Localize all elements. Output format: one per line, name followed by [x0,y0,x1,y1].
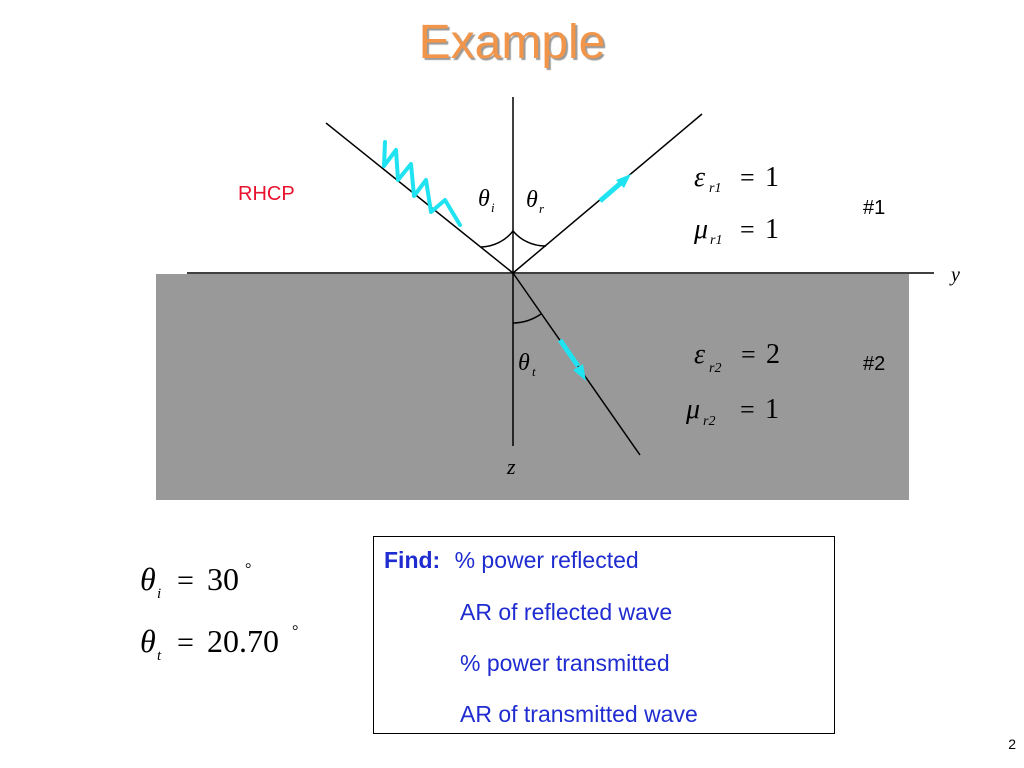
find-item-ar-transmitted: AR of transmitted wave [460,701,698,727]
slide-title: Example [418,16,606,69]
medium-2-epsilon: ε r2 = 2 [694,339,780,376]
given-theta-t: θ t = 20.70 ° [140,623,298,664]
given-theta-i: θ i = 30 ° [140,561,251,602]
region-1-label: #1 [863,197,885,219]
reflected-wave-arrowhead [616,174,631,188]
find-box: Find: % power reflected AR of reflected … [373,536,835,734]
z-axis-label: z [506,454,516,479]
medium-1-mu: μ r1 = 1 [693,214,779,248]
medium-1-epsilon: ε r1 = 1 [694,162,779,196]
reflected-wave-arrow-shaft [598,180,624,203]
transmitted-wave-arrow-shaft [557,338,581,368]
find-keyword: Find: [384,547,441,573]
medium-2-region [156,274,909,500]
polarization-label: RHCP [238,183,295,205]
transmitted-angle-label: θ t [518,350,536,379]
find-item-power-transmitted: % power transmitted [460,650,670,676]
y-axis-label: y [949,264,960,286]
incident-ray [325,122,514,274]
incident-angle-label: θ i [478,186,495,215]
region-2-label: #2 [863,353,885,375]
reflected-angle-arc [512,230,547,247]
incident-wave-squiggle [382,140,462,227]
transmitted-angle-arc [512,313,542,324]
reflected-angle-label: θ r [526,187,545,216]
medium-2-mu: μ r2 = 1 [685,394,779,429]
incident-angle-arc [480,230,514,248]
page-number: 2 [1008,736,1016,752]
transmitted-wave-arrowhead [573,364,586,381]
find-item-power-reflected: % power reflected [454,547,639,573]
find-item-ar-reflected: AR of reflected wave [460,599,673,625]
